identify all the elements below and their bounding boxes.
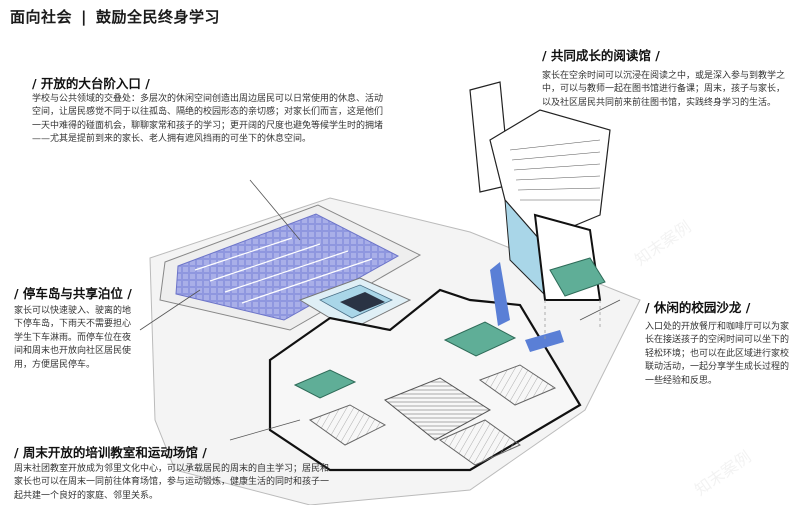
header-part1: 面向社会: [10, 8, 73, 26]
weekend-body: 周末社团教室开放成为邻里文化中心，可以承载居民的周末的自主学习；居民和家长也可以…: [14, 464, 330, 501]
teal-block-left: [293, 369, 357, 399]
parking-rows: [194, 237, 373, 304]
lounge-body: 入口处的开放餐厅和咖啡厅可以为家长在接送孩子的空闲时间可以坐下的轻松环境；也可以…: [645, 322, 790, 386]
flow-arrow-side: [525, 330, 564, 352]
library-body: 家长在空余时间可以沉浸在阅读之中，或是深入参与到教学之中，可以与教师一起在图书馆…: [542, 71, 786, 108]
header-part2: 鼓励全民终身学习: [96, 8, 221, 26]
library-title: / 共同成长的阅读馆 /: [542, 48, 660, 63]
court-left: [308, 404, 387, 446]
teal-block-right: [443, 321, 517, 357]
pool: [384, 377, 491, 441]
library-tower: [469, 81, 611, 340]
court-right: [478, 364, 557, 406]
weekend-title: / 周末开放的培训教室和运动场馆 /: [14, 445, 207, 460]
entrance-body: 学校与公共领域的交叠处：多层次的休闲空间创造出周边居民可以日常使用的休息、活动空…: [32, 94, 384, 145]
header-separator: |: [81, 8, 87, 26]
court-bottom: [438, 419, 522, 466]
page-header: 面向社会 | 鼓励全民终身学习: [10, 6, 220, 27]
parking-body: 家长可以快速驶入、驶离的地下停车岛，下雨天不需要担心学生下车淋雨。而停车位在夜间…: [14, 306, 132, 370]
dark-seating: [340, 292, 385, 312]
flow-arrow-up: [490, 262, 510, 326]
parking-title: / 停车岛与共享泊位 /: [14, 286, 132, 301]
entrance-title: / 开放的大台阶入口 /: [32, 76, 150, 91]
library-teal-block: [549, 257, 606, 297]
lounge-title: / 休闲的校园沙龙 /: [645, 300, 751, 315]
